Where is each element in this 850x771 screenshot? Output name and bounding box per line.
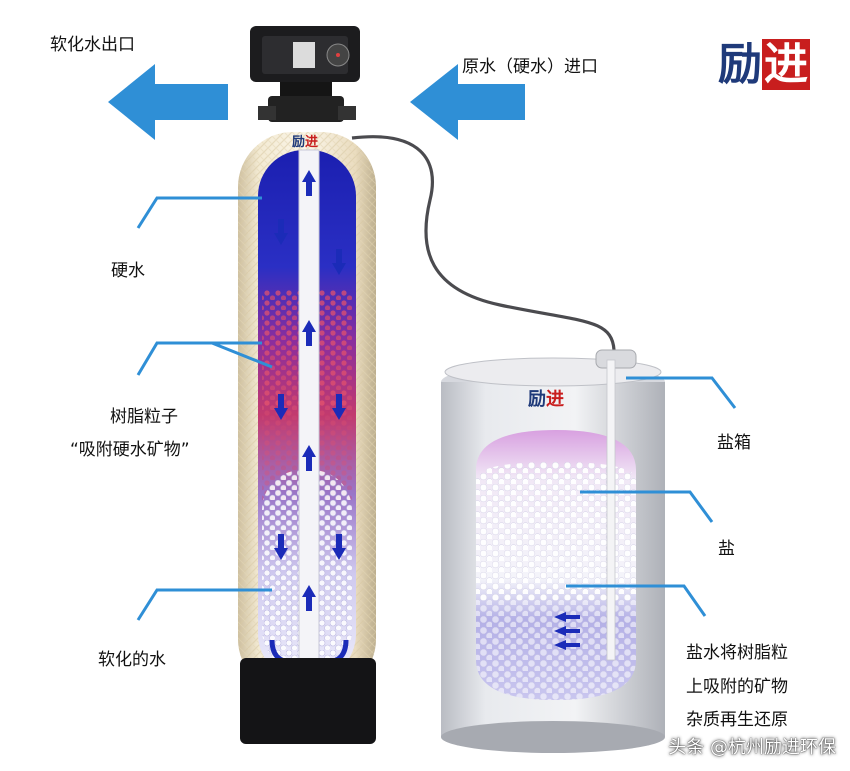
brand-logo-char2: 进 — [762, 39, 810, 90]
hard-water-callout — [136, 196, 262, 229]
callout-lines — [136, 196, 737, 621]
resin-label-line2: “吸附硬水矿物” — [70, 440, 190, 460]
watermark: 头条 @杭州励进环保 — [668, 737, 836, 758]
soft-outlet-label: 软化水出口 — [50, 35, 135, 55]
raw-inlet-label: 原水（硬水）进口 — [462, 57, 598, 77]
soft-water-callout — [136, 588, 272, 621]
tank-logo: 励进 — [292, 135, 318, 150]
hard-water-label: 硬水 — [111, 261, 145, 281]
salt-callout — [580, 490, 714, 523]
control-valve — [250, 26, 360, 122]
brine-regen-line2: 上吸附的矿物 — [686, 677, 788, 697]
brine-tank-logo: 励进 — [528, 389, 564, 410]
soft-outlet-arrow — [108, 64, 228, 140]
soft-water-label: 软化的水 — [98, 650, 166, 670]
brand-logo: 励进 — [718, 28, 810, 92]
brine-tube — [351, 135, 616, 351]
resin-callout — [136, 341, 273, 376]
brine-box-label: 盐箱 — [717, 433, 751, 453]
salt-label: 盐 — [718, 539, 735, 559]
resin-label-line1: 树脂粒子 — [110, 407, 178, 427]
brand-logo-char1: 励 — [718, 39, 762, 90]
raw-inlet-arrow — [410, 64, 525, 140]
brine-regen-line1: 盐水将树脂粒 — [686, 643, 788, 663]
brine-regen-line3: 杂质再生还原 — [686, 710, 788, 730]
brine-tank: 励进 — [441, 349, 665, 753]
brine-regen-callout — [566, 584, 707, 617]
resin-tank: 励进 — [238, 132, 376, 744]
brine-box-callout — [626, 376, 737, 409]
